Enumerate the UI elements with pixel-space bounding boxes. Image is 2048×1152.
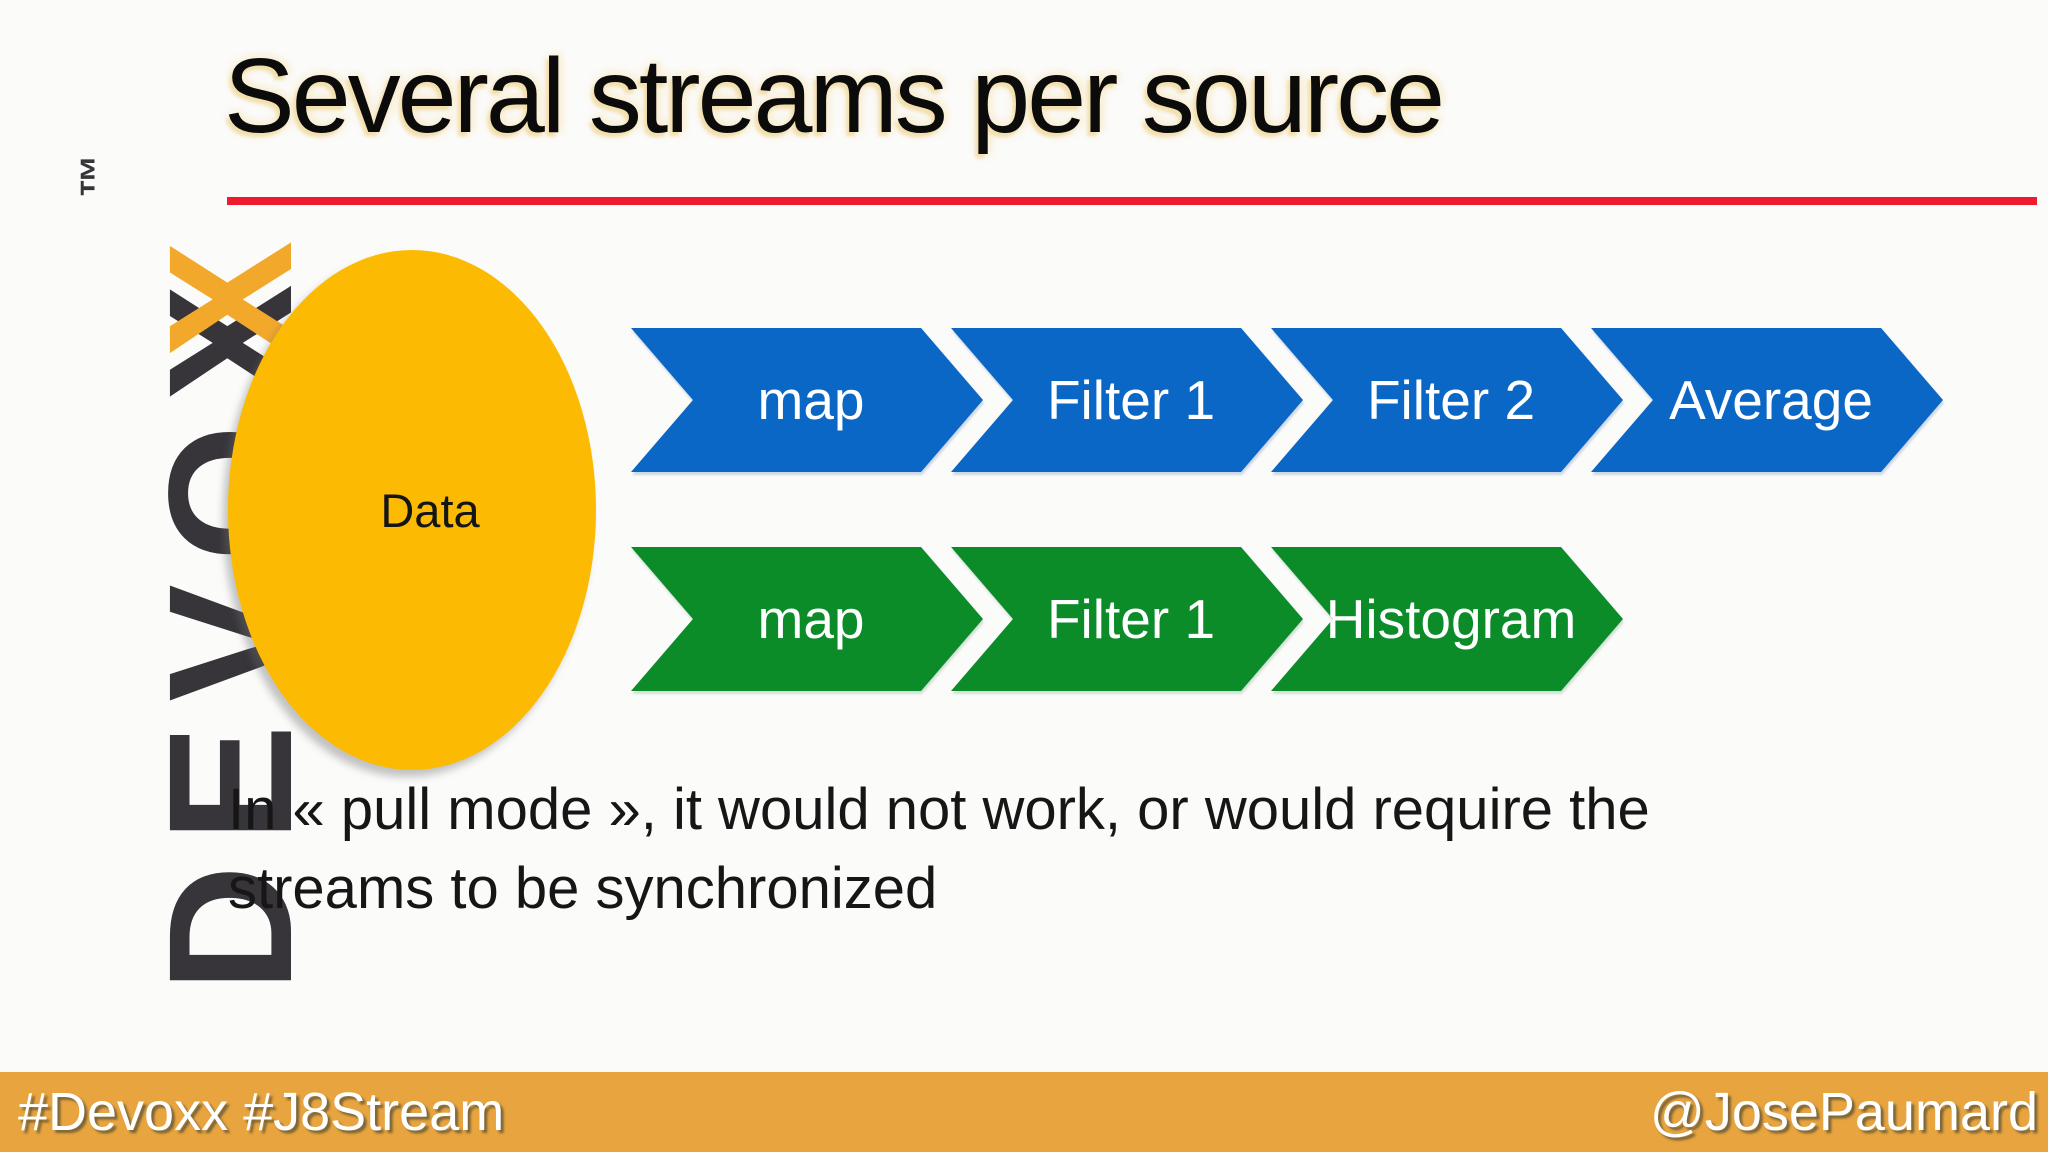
body-line: streams to be synchronized — [228, 856, 938, 921]
stream-step-label: Filter 2 — [1366, 369, 1536, 431]
data-source-ellipse: Data — [228, 250, 596, 770]
stream-step-label: Average — [1669, 369, 1873, 431]
stream-step-label: map — [757, 369, 865, 431]
page-title: Several streams per source — [224, 37, 1445, 155]
body-text: In « pull mode », it would not work, or … — [228, 770, 1650, 928]
data-source-label: Data — [380, 483, 480, 537]
trademark-symbol: ™ — [72, 153, 121, 198]
stream-row-blue: map Filter 1 Filter 2 Average — [0, 328, 2048, 472]
stream-step-map-green: map — [631, 547, 983, 691]
stream-step-filter1-green: Filter 1 — [951, 547, 1303, 691]
stream-step-average-blue: Average — [1591, 328, 1943, 472]
footer-twitter-handle: @JosePaumard — [1650, 1082, 2038, 1142]
stream-step-filter2-blue: Filter 2 — [1271, 328, 1623, 472]
stream-step-label: Histogram — [1325, 588, 1577, 650]
body-line: In « pull mode », it would not work, or … — [228, 777, 1650, 842]
stream-row-green: map Filter 1 Histogram — [0, 547, 2048, 691]
stream-step-label: map — [757, 588, 865, 650]
stream-step-label: Filter 1 — [1046, 588, 1216, 650]
footer-hashtags: #Devoxx #J8Stream — [18, 1082, 505, 1142]
title-underline — [227, 197, 2037, 205]
footer-bar: #Devoxx #J8Stream @JosePaumard — [0, 1072, 2048, 1152]
stream-step-label: Filter 1 — [1046, 369, 1216, 431]
stream-step-filter1-blue: Filter 1 — [951, 328, 1303, 472]
stream-step-histogram-green: Histogram — [1271, 547, 1623, 691]
stream-step-map-blue: map — [631, 328, 983, 472]
